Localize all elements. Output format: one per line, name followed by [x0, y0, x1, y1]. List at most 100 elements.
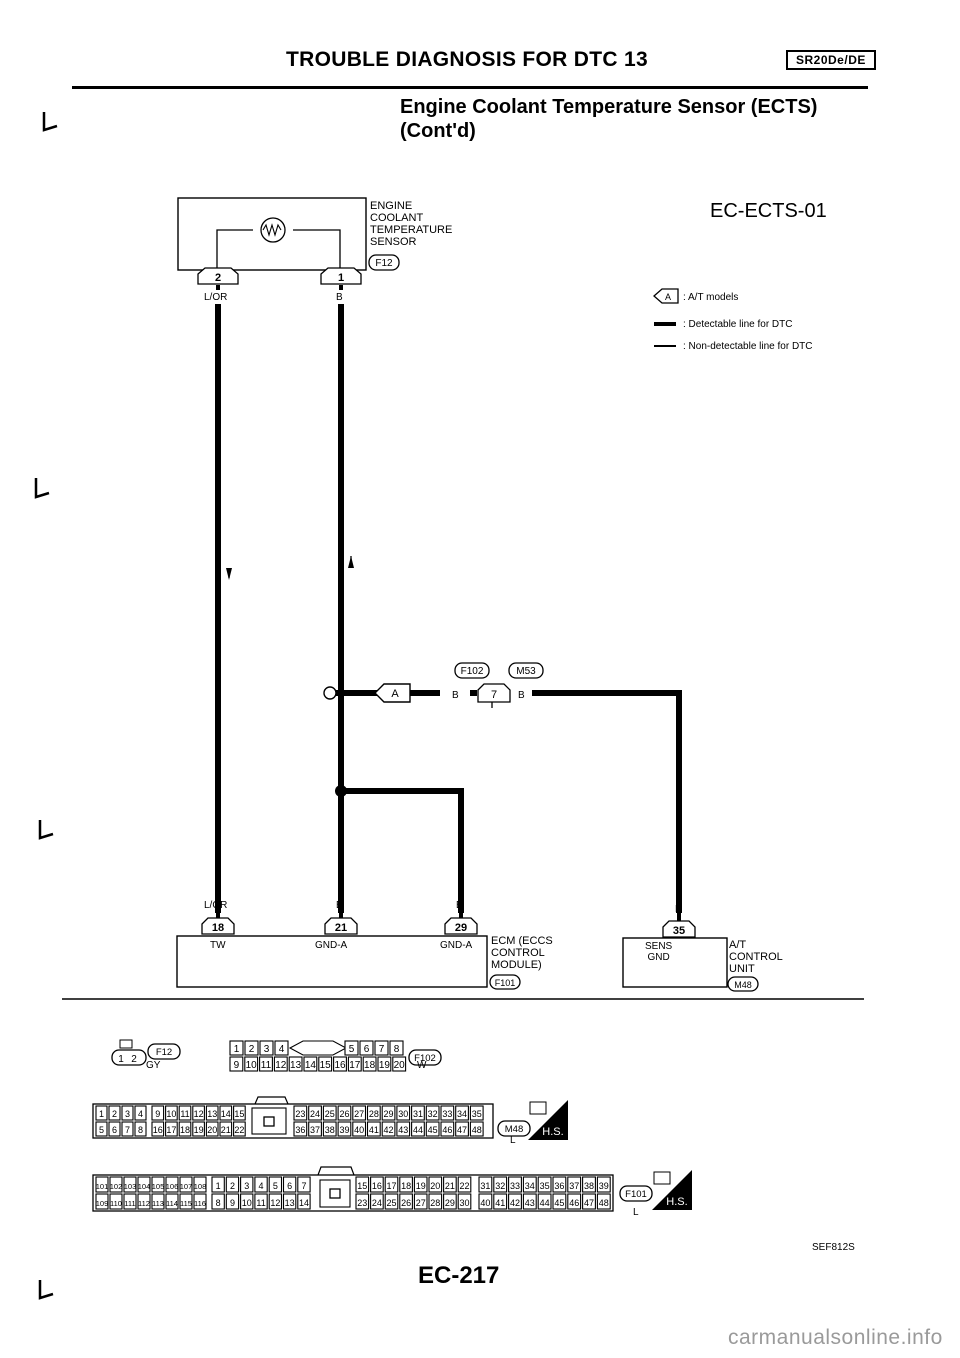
m48-pin-39: 39: [339, 1125, 349, 1135]
m48-cell: [352, 1121, 367, 1137]
sensor-label: ENGINE COOLANT TEMPERATURE SENSOR: [370, 200, 453, 248]
m48-pin-19: 19: [194, 1125, 204, 1135]
m48-cell: [205, 1121, 219, 1137]
f101-cell: [225, 1176, 240, 1193]
f101-cell: [123, 1176, 137, 1193]
m48-cell: [440, 1105, 455, 1121]
m48-cell: [178, 1105, 192, 1121]
m48-cell: [205, 1105, 219, 1121]
f101-cell: [211, 1176, 225, 1193]
f101-frame: [92, 1174, 614, 1212]
watermark: carmanualsonline.info: [728, 1326, 943, 1349]
m48-pin-42: 42: [384, 1125, 394, 1135]
f101-cell: [240, 1193, 254, 1210]
m48-cell: [322, 1121, 337, 1137]
f101-pin-109: 109: [96, 1199, 109, 1208]
f101-pin-105: 105: [152, 1182, 165, 1191]
m48-cell: [219, 1121, 233, 1137]
f101-pin-101: 101: [96, 1182, 109, 1191]
at-terminal-sens-gnd: SENS GND: [645, 941, 673, 963]
f101-cell: [384, 1176, 399, 1193]
f101-cell: [297, 1176, 311, 1193]
m48-pin-32: 32: [428, 1109, 438, 1119]
f101-pin-8: 8: [216, 1198, 221, 1208]
m48-cell: [455, 1105, 469, 1121]
m48-pin-5: 5: [99, 1125, 104, 1135]
m48-pin-7: 7: [125, 1125, 130, 1135]
m48-pin-29: 29: [384, 1109, 394, 1119]
f101-cell: [137, 1176, 151, 1193]
f12-color: GY: [146, 1060, 161, 1071]
f101-cell: [370, 1176, 384, 1193]
ecm-terminal-gnda-1: GND-A: [315, 940, 348, 951]
m48-cell: [396, 1105, 411, 1121]
f101-pin-19: 19: [416, 1181, 426, 1191]
f101-cell: [109, 1193, 123, 1210]
f102-pin-1: 1: [234, 1044, 240, 1055]
m48-pin-24: 24: [310, 1109, 320, 1119]
f102-cell: [389, 1040, 404, 1056]
f102-cell: [303, 1056, 318, 1072]
f101-pin-34: 34: [525, 1181, 535, 1191]
ecm-pin-18: 18: [212, 922, 224, 934]
m48-pin-18: 18: [180, 1125, 190, 1135]
f101-cell: [552, 1193, 567, 1210]
f101-pin-20: 20: [430, 1181, 440, 1191]
f101-cell: [567, 1176, 582, 1193]
f101-cell: [428, 1176, 443, 1193]
f101-pin-110: 110: [110, 1199, 122, 1208]
at-pin-35: 35: [673, 925, 685, 937]
f101-cell: [522, 1193, 537, 1210]
wire-color-lor-top: L/OR: [204, 292, 227, 303]
f101-pin-32: 32: [495, 1181, 505, 1191]
ecm-wire-color-29: B: [456, 900, 463, 911]
m48-pin-23: 23: [295, 1109, 305, 1119]
f101-pin-24: 24: [372, 1198, 382, 1208]
at-unit-label: A/T CONTROL UNIT: [729, 939, 783, 975]
f101-cell: [493, 1193, 508, 1210]
m48-pin-15: 15: [234, 1109, 244, 1119]
legend-a-mark: A: [665, 292, 671, 302]
f101-cell: [165, 1193, 179, 1210]
f102-pin-17: 17: [349, 1060, 361, 1071]
m48-pin-41: 41: [369, 1125, 379, 1135]
m48-name-badge: [497, 1120, 531, 1137]
f101-pin-103: 103: [124, 1182, 137, 1191]
f101-pin-2: 2: [230, 1181, 235, 1191]
m48-pin-27: 27: [354, 1109, 364, 1119]
f101-cell: [582, 1176, 596, 1193]
f101-cell: [193, 1176, 207, 1193]
f101-pin-40: 40: [480, 1198, 490, 1208]
f101-cell: [493, 1176, 508, 1193]
f101-cell: [384, 1193, 399, 1210]
f102-name: F102: [414, 1053, 436, 1064]
m48-hs: H.S.: [542, 1126, 563, 1138]
m48-pin-4: 4: [138, 1109, 143, 1119]
m48-pin-44: 44: [413, 1125, 423, 1135]
f102-cell: [347, 1056, 362, 1072]
f101-cell: [282, 1176, 297, 1193]
f102-cell: [244, 1040, 259, 1056]
m48-hs-shape: [528, 1100, 568, 1140]
m48-color: L: [510, 1135, 516, 1146]
f101-hs-shape: [652, 1170, 692, 1210]
m48-pin-11: 11: [180, 1109, 189, 1119]
f102-pin-16: 16: [334, 1060, 346, 1071]
f101-cell: [537, 1176, 552, 1193]
m48-cell: [95, 1121, 108, 1137]
f102-pin-19: 19: [379, 1060, 391, 1071]
m48-cell: [165, 1121, 178, 1137]
at-unit-connector: M48: [734, 980, 752, 990]
f102-cell: [244, 1056, 259, 1072]
joint-connector-m53: M53: [516, 666, 536, 677]
f102-cell: [377, 1056, 392, 1072]
m48-cell: [293, 1121, 308, 1137]
f101-pin-23: 23: [357, 1198, 367, 1208]
f101-pin-47: 47: [584, 1198, 594, 1208]
f101-pin-111: 111: [124, 1199, 135, 1208]
f102-lock-tab: [288, 1040, 348, 1056]
f101-pin-16: 16: [372, 1181, 382, 1191]
f101-pin-12: 12: [270, 1198, 280, 1208]
f102-cell: [362, 1056, 377, 1072]
f102-pin-13: 13: [290, 1060, 302, 1071]
